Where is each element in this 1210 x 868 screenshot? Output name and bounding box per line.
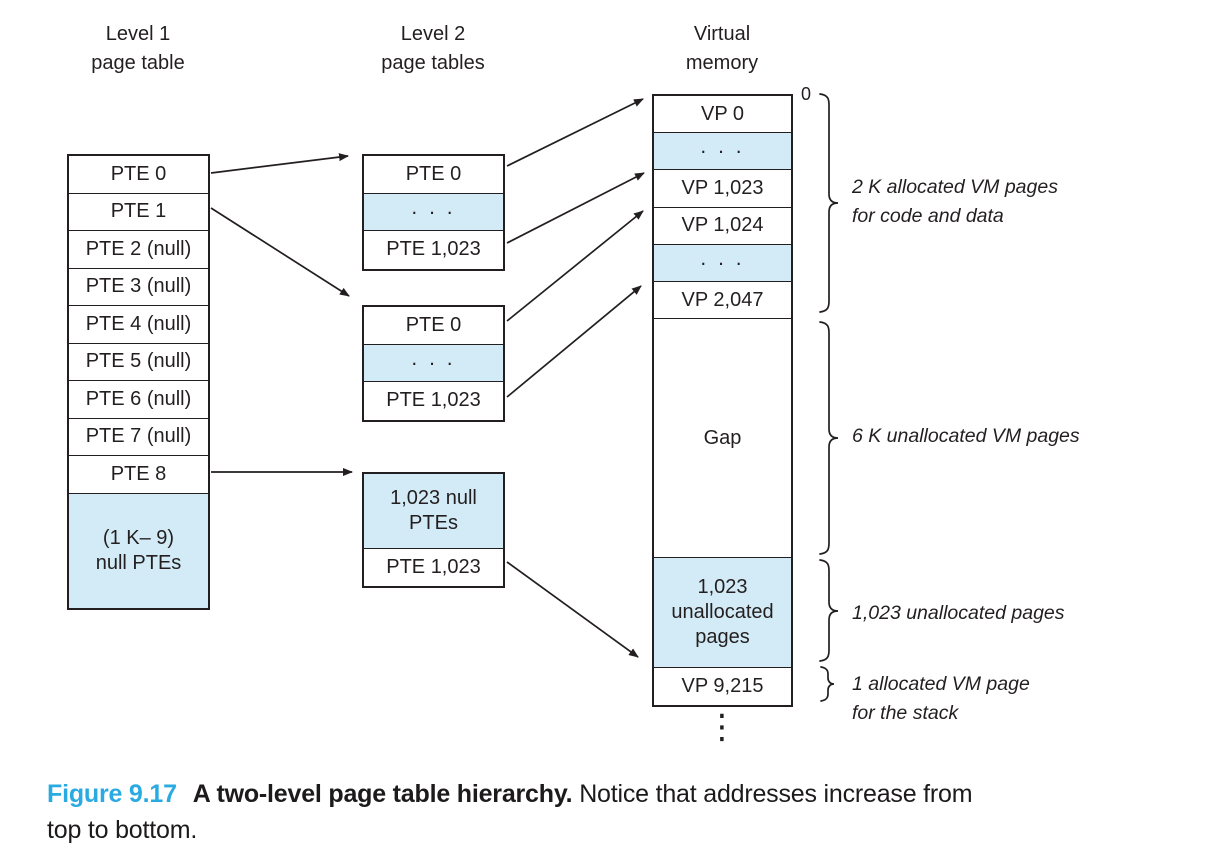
figure-number-label: Figure 9.17 — [47, 780, 177, 808]
arrow-l2t2-pte1023-to-vp2047 — [506, 285, 642, 398]
level1-row-pte4: PTE 4 (null) — [69, 306, 208, 344]
level2-t2-ellipsis-row: . . . — [364, 344, 503, 382]
vm-row-vp9215: VP 9,215 — [681, 675, 764, 698]
brace-2k-allocated — [819, 93, 839, 313]
level2-t1-row-pte0: PTE 0 — [364, 156, 503, 194]
level1-row-pte8: PTE 8 — [69, 456, 208, 494]
arrow-l2t1-pte1023-to-vp1023 — [506, 172, 645, 244]
level2-page-table-1: PTE 0 . . . PTE 1,023 — [362, 154, 505, 271]
level2-page-table-2: PTE 0 . . . PTE 1,023 — [362, 305, 505, 422]
vm-gap-cell: Gap — [654, 319, 791, 559]
annotation-allocated-code-data: 2 K allocated VM pages for code and data — [852, 176, 1058, 227]
level1-row-pte2: PTE 2 (null) — [69, 231, 208, 269]
virtual-memory-column-header: Virtual memory — [685, 23, 759, 74]
level1-row-pte5: PTE 5 (null) — [69, 344, 208, 381]
level2-t3-row-pte1023: PTE 1,023 — [386, 556, 481, 578]
level1-row-pte6: PTE 6 (null) — [69, 381, 208, 419]
brace-1-allocated-stack — [820, 666, 835, 702]
arrow-l2t3-pte1023-to-vp9215 — [506, 561, 639, 658]
level1-page-table: PTE 0 PTE 1 PTE 2 (null) PTE 3 (null) PT… — [67, 154, 210, 610]
arrow-l2t1-pte0-to-vp0 — [506, 98, 644, 167]
level1-null-ptes-cell: (1 K– 9) null PTEs — [69, 493, 208, 608]
level2-page-table-3: 1,023 null PTEs PTE 1,023 — [362, 472, 505, 588]
level1-row-pte1: PTE 1 — [69, 194, 208, 231]
level2-t1-ellipsis-row: . . . — [364, 193, 503, 231]
level1-row-pte0: PTE 0 — [69, 156, 208, 194]
arrow-pte1-to-level2-table2 — [210, 207, 350, 297]
vm-unallocated-pages-cell: 1,023 unallocated pages — [654, 558, 791, 669]
level1-row-pte7: PTE 7 (null) — [69, 419, 208, 456]
level2-t2-row-pte0: PTE 0 — [364, 307, 503, 345]
vm-ellipsis-row-1: . . . — [654, 133, 791, 171]
annotation-allocated-stack: 1 allocated VM page for the stack — [852, 673, 1030, 724]
level2-t1-row-pte1023: PTE 1,023 — [386, 238, 481, 261]
vm-ellipsis-row-2: . . . — [654, 244, 791, 282]
level2-column-header: Level 2 page tables — [381, 23, 485, 74]
virtual-memory-table: VP 0 . . . VP 1,023 VP 1,024 . . . VP 2,… — [652, 94, 793, 708]
vm-row-vp1023: VP 1,023 — [654, 170, 791, 208]
level2-t3-null-ptes-cell: 1,023 null PTEs — [364, 474, 503, 549]
annotation-unallocated-1023: 1,023 unallocated pages — [852, 602, 1065, 624]
brace-1023-unallocated — [819, 559, 839, 662]
vm-row-vp1024: VP 1,024 — [654, 208, 791, 245]
vm-row-vp0: VP 0 — [654, 96, 791, 134]
vertical-ellipsis: ⋮ — [705, 707, 739, 747]
vm-row-vp2047: VP 2,047 — [654, 282, 791, 320]
arrow-pte0-to-level2-table1 — [210, 153, 349, 174]
annotation-unallocated-6k: 6 K unallocated VM pages — [852, 425, 1080, 447]
brace-6k-unallocated — [819, 321, 839, 555]
arrow-l2t2-pte0-to-vp1024 — [506, 210, 644, 322]
level1-row-pte3: PTE 3 (null) — [69, 269, 208, 306]
level2-t2-row-pte1023: PTE 1,023 — [386, 389, 481, 412]
address-zero-label: 0 — [801, 84, 812, 104]
level1-column-header: Level 1 page table — [91, 23, 185, 74]
figure-caption: Figure 9.17 A two-level page table hierar… — [47, 776, 1192, 848]
caption-title: A two-level page table hierarchy. — [192, 780, 573, 808]
caption-body-line2: top to bottom. — [47, 816, 198, 844]
caption-body-line1: Notice that addresses increase from — [579, 780, 973, 808]
